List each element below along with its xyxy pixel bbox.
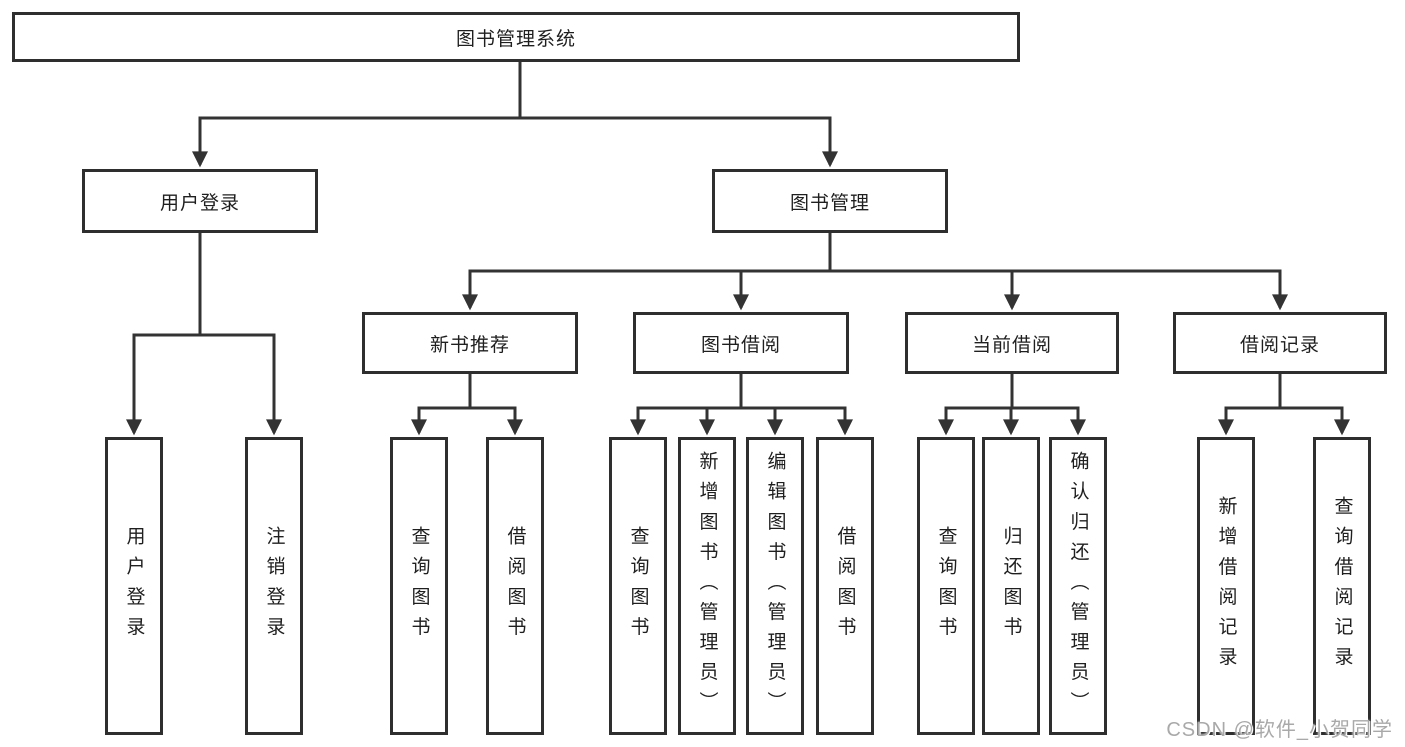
leaf-user-login: 用户登录 xyxy=(105,437,163,735)
node-current-borrowing-label: 当前借阅 xyxy=(971,334,1052,356)
leaf-edit-book-admin: 编辑图书（管理员） xyxy=(746,437,804,735)
leaf-return-book-label: 归还图书 xyxy=(1000,525,1022,647)
leaf-logout-login-label: 注销登录 xyxy=(263,525,285,647)
node-user-login-label: 用户登录 xyxy=(159,192,240,214)
leaf-query-book-recommend: 查询图书 xyxy=(390,437,448,735)
connector-new-book-recommend-branch xyxy=(411,374,523,436)
node-root: 图书管理系统 xyxy=(12,12,1020,62)
leaf-query-book-borrowing: 查询图书 xyxy=(609,437,667,735)
leaf-query-borrow-record: 查询借阅记录 xyxy=(1313,437,1371,735)
leaf-return-book: 归还图书 xyxy=(982,437,1040,735)
node-current-borrowing: 当前借阅 xyxy=(905,312,1119,374)
node-user-login: 用户登录 xyxy=(82,169,318,233)
leaf-query-book-current: 查询图书 xyxy=(917,437,975,735)
leaf-borrow-book-recommend: 借阅图书 xyxy=(486,437,544,735)
connector-borrow-records-branch xyxy=(1218,374,1350,436)
connector-current-borrowing-branch xyxy=(938,374,1086,436)
connector-user-login-branch xyxy=(126,233,282,436)
connector-book-borrowing-branch xyxy=(630,374,853,436)
leaf-logout-login: 注销登录 xyxy=(245,437,303,735)
node-new-book-recommend-label: 新书推荐 xyxy=(429,334,510,356)
node-book-management-label: 图书管理 xyxy=(789,192,870,214)
node-book-management: 图书管理 xyxy=(712,169,948,233)
leaf-add-book-admin-label: 新增图书（管理员） xyxy=(696,450,718,722)
connector-book-management-branch xyxy=(462,233,1288,311)
node-new-book-recommend: 新书推荐 xyxy=(362,312,578,374)
node-borrow-records-label: 借阅记录 xyxy=(1239,334,1320,356)
node-borrow-records: 借阅记录 xyxy=(1173,312,1387,374)
leaf-add-borrow-record: 新增借阅记录 xyxy=(1197,437,1255,735)
leaf-query-book-current-label: 查询图书 xyxy=(935,525,957,647)
leaf-query-borrow-record-label: 查询借阅记录 xyxy=(1331,495,1353,677)
leaf-edit-book-admin-label: 编辑图书（管理员） xyxy=(764,450,786,722)
connector-root-branch xyxy=(192,62,838,168)
leaf-confirm-return-admin: 确认归还（管理员） xyxy=(1049,437,1107,735)
node-book-borrowing-label: 图书借阅 xyxy=(700,334,781,356)
leaf-add-book-admin: 新增图书（管理员） xyxy=(678,437,736,735)
leaf-user-login-label: 用户登录 xyxy=(123,525,145,647)
leaf-borrow-book-borrowing-label: 借阅图书 xyxy=(834,525,856,647)
node-book-borrowing: 图书借阅 xyxy=(633,312,849,374)
leaf-confirm-return-admin-label: 确认归还（管理员） xyxy=(1067,450,1089,722)
leaf-borrow-book-recommend-label: 借阅图书 xyxy=(504,525,526,647)
leaf-query-book-recommend-label: 查询图书 xyxy=(408,525,430,647)
csdn-watermark: CSDN @软件_小贺同学 xyxy=(1166,719,1393,741)
leaf-add-borrow-record-label: 新增借阅记录 xyxy=(1215,495,1237,677)
node-root-label: 图书管理系统 xyxy=(455,28,576,50)
leaf-query-book-borrowing-label: 查询图书 xyxy=(627,525,649,647)
leaf-borrow-book-borrowing: 借阅图书 xyxy=(816,437,874,735)
